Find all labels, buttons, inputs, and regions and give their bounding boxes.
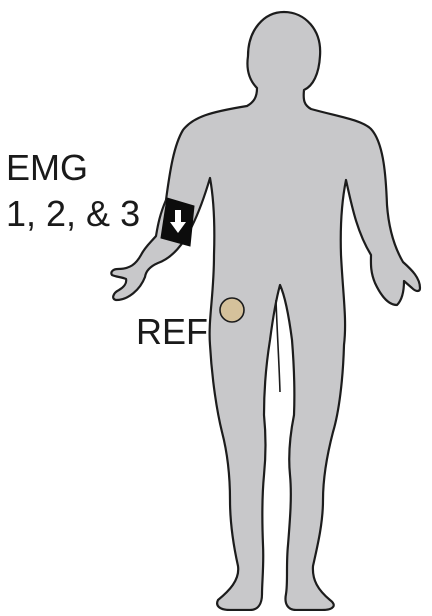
emg-label-line-2: 1, 2, & 3: [6, 196, 140, 232]
emg-label: EMG 1, 2, & 3: [6, 150, 140, 232]
ref-electrode: [220, 298, 244, 322]
ref-label: REF: [136, 314, 208, 350]
leg-gap-line: [276, 300, 280, 392]
emg-label-line-1: EMG: [6, 150, 140, 186]
emg-armband: [161, 198, 194, 246]
